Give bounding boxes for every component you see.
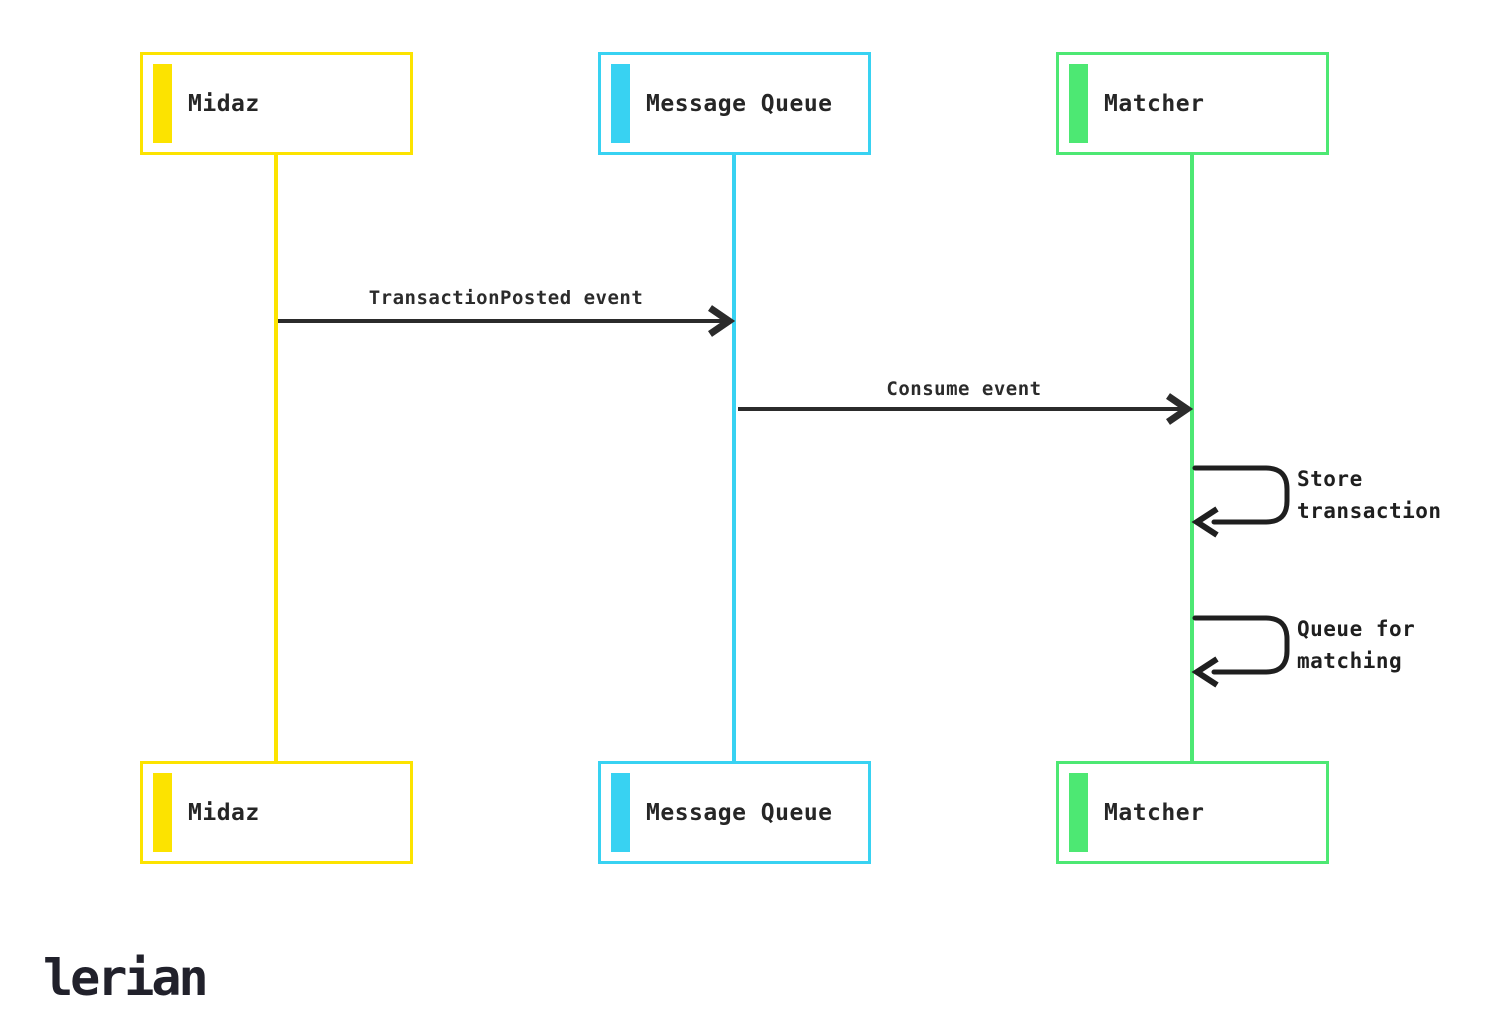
actor-box-message-queue-bottom: Message Queue (598, 761, 871, 864)
lerian-logo: lerian (43, 949, 209, 1007)
self-message-label-queue-for-matching: Queue for matching (1297, 617, 1416, 673)
message-label-consume-event: Consume event (886, 378, 1042, 400)
actor-box-matcher-bottom: Matcher (1056, 761, 1329, 864)
arrow-transactionposted (278, 305, 736, 337)
actor-label-message-queue: Message Queue (646, 799, 833, 826)
self-message-label-store-transaction: Store transaction (1297, 467, 1442, 523)
actor-box-midaz-top: Midaz (140, 52, 413, 155)
actor-label-message-queue: Message Queue (646, 90, 833, 117)
actor-bar-icon (611, 773, 630, 852)
lifeline-midaz (274, 154, 278, 762)
actor-bar-icon (153, 773, 172, 852)
message-label-transactionposted: TransactionPosted event (368, 287, 644, 309)
actor-bar-icon (153, 64, 172, 143)
lifeline-message-queue (732, 154, 736, 762)
actor-bar-icon (1069, 64, 1088, 143)
self-loop-queue-for-matching (1191, 615, 1290, 688)
actor-box-message-queue-top: Message Queue (598, 52, 871, 155)
actor-label-midaz: Midaz (188, 799, 260, 826)
actor-label-midaz: Midaz (188, 90, 260, 117)
actor-bar-icon (611, 64, 630, 143)
actor-label-matcher: Matcher (1104, 90, 1205, 117)
actor-label-matcher: Matcher (1104, 799, 1205, 826)
lifeline-matcher (1190, 154, 1194, 762)
self-loop-store-transaction (1191, 465, 1290, 538)
actor-bar-icon (1069, 773, 1088, 852)
actor-box-matcher-top: Matcher (1056, 52, 1329, 155)
actor-box-midaz-bottom: Midaz (140, 761, 413, 864)
